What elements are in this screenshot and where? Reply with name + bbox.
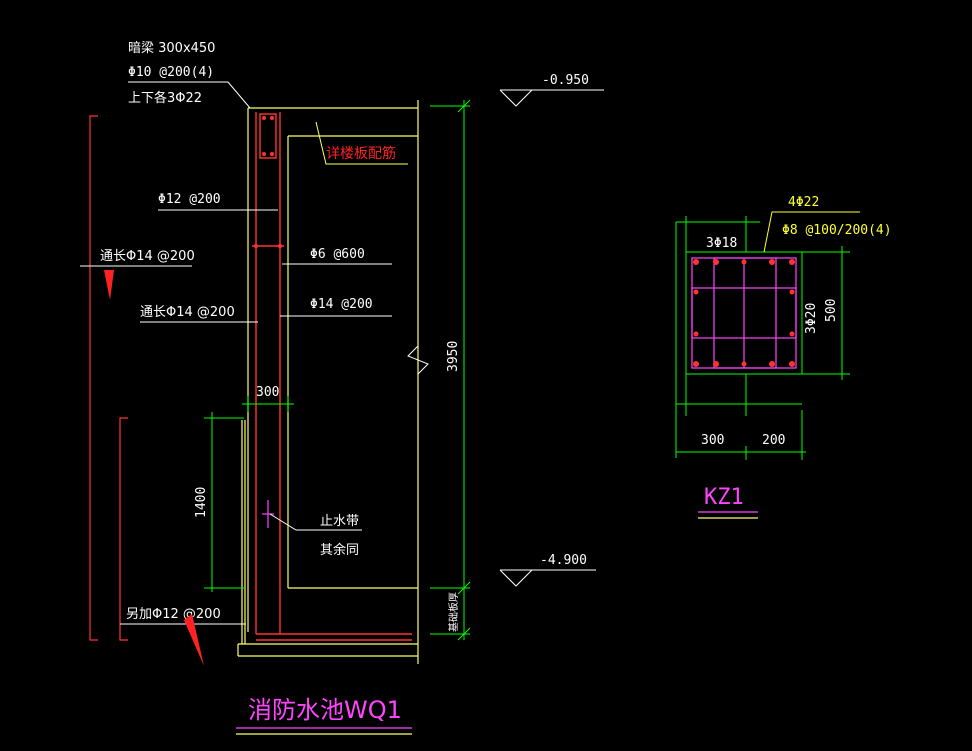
beam-label-line3: 上下各3Φ22 — [128, 90, 202, 106]
col-stirrup-label: Φ8 @100/200(4) — [782, 223, 892, 238]
column-bars — [693, 259, 795, 367]
beam-leader — [128, 81, 251, 109]
waterstop-leader — [269, 513, 362, 531]
rebar-dots — [254, 116, 282, 248]
red-arrow-bottom — [184, 614, 204, 666]
col-side-right-label: 3Φ20 — [804, 303, 819, 334]
waterstop-label: 止水带 — [320, 514, 359, 529]
elevation-markers: -0.950 -4.900 3950 基础板厚 — [430, 73, 604, 641]
elev-bottom-symbol — [499, 569, 533, 587]
wall-title: 消防水池WQ1 — [248, 696, 402, 724]
elev-bottom-label: -4.900 — [540, 553, 587, 568]
col-label-leader — [763, 211, 860, 253]
beam-label-line2: Φ10 @200(4) — [128, 65, 214, 80]
dim-300-wall-label: 300 — [256, 385, 279, 400]
extra-rebar-label: 另加Φ12 @200 — [126, 607, 221, 622]
wall-section-wq1: 暗梁 300x450 Φ10 @200(4) 上下各3Φ22 详楼板配筋 Φ12… — [80, 41, 429, 735]
others-same-label: 其余同 — [320, 542, 359, 558]
dim-300-col-label: 300 — [701, 433, 724, 448]
waterstop-marker — [262, 500, 274, 528]
beam-label-line1: 暗梁 300x450 — [128, 41, 215, 56]
elev-top-symbol — [499, 89, 533, 107]
rebar-label-phi12: Φ12 @200 — [158, 192, 221, 207]
elev-top-label: -0.950 — [542, 73, 589, 88]
rebar-label-tongchang-mid: 通长Φ14 @200 — [140, 305, 235, 320]
break-symbol — [407, 345, 429, 375]
dim-wall-thickness — [242, 396, 294, 412]
rebar-label-phi6: Φ6 @600 — [310, 247, 365, 262]
dim-200-col-label: 200 — [762, 433, 785, 448]
rebar-label-phi14: Φ14 @200 — [310, 297, 373, 312]
col-main-label: 4Φ22 — [788, 195, 819, 210]
col-side-top-label: 3Φ18 — [706, 236, 737, 251]
column-title: KZ1 — [704, 485, 744, 510]
column-stirrups — [691, 257, 797, 369]
wall-rebars — [252, 112, 412, 641]
dim-3950 — [430, 99, 471, 641]
column-outline — [675, 216, 850, 460]
boundary-bracket-inner — [119, 417, 128, 641]
dim-3950-label: 3950 — [446, 341, 461, 372]
dim-1400 — [204, 412, 244, 592]
slab-note: 详楼板配筋 — [326, 145, 396, 162]
slab-note-leader — [315, 121, 408, 165]
dim-500-label: 500 — [824, 299, 839, 322]
rebar-label-tongchang-top: 通长Φ14 @200 — [100, 249, 195, 264]
boundary-bracket-left — [89, 115, 98, 641]
dim-1400-label: 1400 — [194, 487, 209, 518]
red-arrow-top — [104, 270, 114, 300]
column-kz1: 4Φ22 Φ8 @100/200(4) 3Φ18 3Φ20 500 300 20… — [675, 195, 892, 519]
wall-outline — [237, 100, 419, 664]
foundation-note: 基础板厚 — [447, 592, 460, 632]
